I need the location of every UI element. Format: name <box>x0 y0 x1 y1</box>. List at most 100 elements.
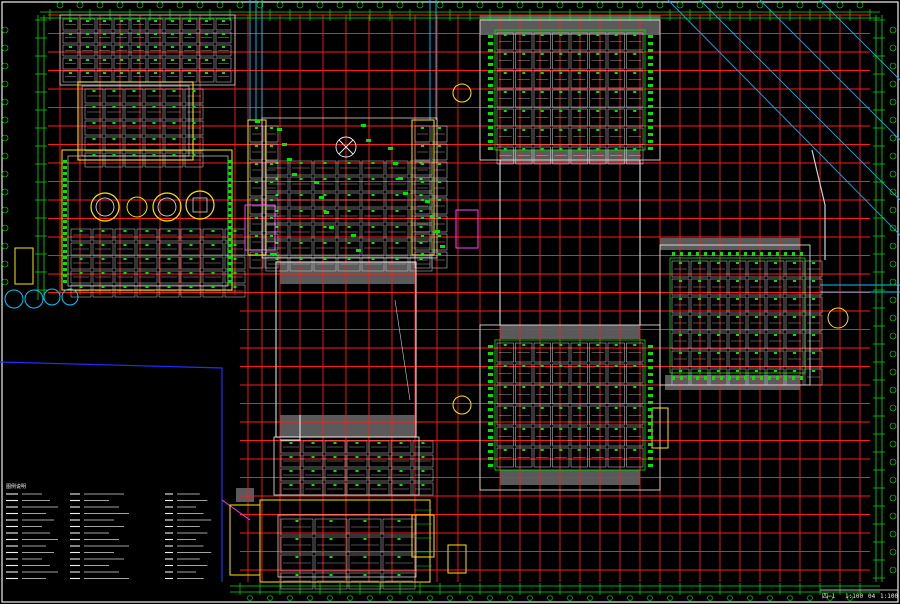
dorm-room <box>728 332 747 350</box>
hall-room <box>280 468 302 482</box>
dorm-room <box>496 127 514 146</box>
west-room <box>113 44 130 57</box>
west-dim-mark <box>63 202 67 205</box>
axis-bubble <box>236 1 244 9</box>
dorm-room <box>589 405 607 426</box>
dorm-room <box>533 447 551 468</box>
dorm-dim-mark <box>648 91 653 94</box>
dorm-dim-mark <box>648 464 653 467</box>
dorm-room <box>804 332 823 350</box>
dorm-room <box>607 70 625 89</box>
west-room-tag <box>132 154 136 156</box>
dorm-room <box>552 146 570 165</box>
west-room <box>180 228 202 242</box>
west-room-tag <box>205 46 208 48</box>
dorm-room <box>533 146 551 165</box>
west-room-tag <box>222 33 225 35</box>
dorm-room-tag <box>540 148 544 150</box>
dorm-room-tag <box>559 110 563 112</box>
dorm-dim-mark <box>648 147 653 150</box>
dorm-room-tag <box>503 148 507 150</box>
west-dim-mark <box>228 220 232 223</box>
hall-room-tag <box>355 456 359 458</box>
dorm-dim-mark <box>488 457 493 460</box>
dorm-room-tag <box>559 344 563 346</box>
dorm-room <box>589 342 607 363</box>
stair-room <box>414 143 431 161</box>
west-room <box>79 44 96 57</box>
dorm-room-tag <box>774 352 777 354</box>
dorm-room-tag <box>596 365 600 367</box>
west-room <box>136 228 158 242</box>
stair-room-tag <box>255 217 258 219</box>
central-room-tag <box>299 178 303 180</box>
axis-bubble <box>889 80 897 88</box>
dorm-room <box>515 51 533 70</box>
dorm-dim-mark <box>488 436 493 439</box>
axis-bubble <box>889 530 897 538</box>
hall-room-tag <box>333 484 337 486</box>
dorm-room <box>607 108 625 127</box>
dorm-room <box>552 51 570 70</box>
dorm-room <box>515 108 533 127</box>
dorm-dim-mark <box>488 126 493 129</box>
axis-bubble <box>316 1 324 9</box>
dorm-room <box>570 363 588 384</box>
west-room <box>130 31 147 44</box>
entry-room <box>280 518 314 536</box>
west-room-tag <box>145 286 149 288</box>
dorm-room <box>785 350 804 368</box>
gray-roof-right <box>660 238 800 250</box>
dorm-room <box>804 314 823 332</box>
central-room <box>361 256 385 272</box>
dorm-room-tag <box>633 428 637 430</box>
west-room-tag <box>101 244 105 246</box>
axis-bubble <box>889 404 897 412</box>
dorm-room-tag <box>577 449 581 451</box>
west-dim-mark <box>228 262 232 265</box>
west-room <box>136 284 158 298</box>
dorm-room-tag <box>522 34 526 36</box>
dorm-room <box>570 89 588 108</box>
stair-room-tag <box>421 199 424 201</box>
west-room <box>79 57 96 70</box>
west-dim-mark <box>63 256 67 259</box>
west-room-tag <box>192 122 196 124</box>
dorm-room <box>766 350 785 368</box>
axis-bubble <box>436 1 444 9</box>
central-room <box>385 176 409 192</box>
dorm-dim-mark <box>776 376 779 380</box>
west-room-tag <box>222 20 225 22</box>
west-room-tag <box>69 20 72 22</box>
dorm-dim-mark <box>648 49 653 52</box>
west-room-tag <box>79 258 83 260</box>
west-room <box>184 136 204 152</box>
axis-bubble <box>567 595 573 601</box>
dorm-room <box>785 332 804 350</box>
dorm-room-tag <box>522 449 526 451</box>
axis-bubble <box>1 278 9 286</box>
dorm-room <box>552 108 570 127</box>
central-room <box>289 240 313 256</box>
axis-bubble <box>856 1 864 9</box>
west-dim-mark <box>228 256 232 259</box>
central-room <box>337 192 361 208</box>
axis-grid-lines <box>48 14 870 582</box>
stair-room <box>264 233 279 251</box>
hall-room <box>368 454 390 468</box>
west-room <box>202 228 224 242</box>
dorm-room <box>747 260 766 278</box>
west-room-tag <box>211 258 215 260</box>
dorm-room <box>515 32 533 51</box>
central-room-tag <box>275 258 279 260</box>
west-room-tag <box>205 59 208 61</box>
axis-bubble <box>889 476 897 484</box>
axis-bubble <box>889 512 897 520</box>
entry-room-tag <box>363 538 367 540</box>
west-room-tag <box>188 33 191 35</box>
dorm-room-tag <box>812 352 815 354</box>
dorm-room-tag <box>812 298 815 300</box>
dorm-room-tag <box>540 72 544 74</box>
stair-room <box>431 251 448 269</box>
dorm-room-tag <box>522 110 526 112</box>
